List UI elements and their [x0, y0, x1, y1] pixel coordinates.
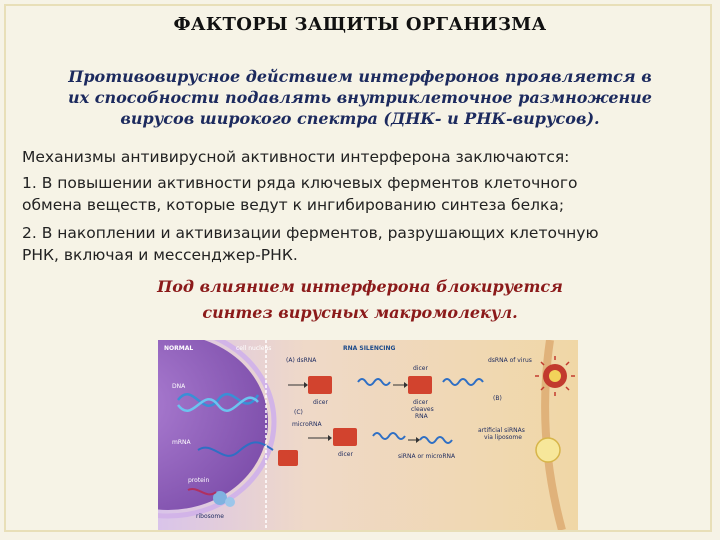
rna-fragment — [442, 378, 484, 386]
label-ribosome: ribosome — [196, 513, 224, 520]
point-line: обмена веществ, которые ведут к ингибиро… — [22, 196, 565, 214]
ribosome-shape — [213, 491, 227, 505]
intro-line: Противовирусное действием интерферонов п… — [68, 67, 652, 86]
protein-chain — [187, 487, 217, 496]
label-sirna: siRNA or microRNA — [398, 453, 456, 460]
slide-title: ФАКТОРЫ ЗАЩИТЫ ОРГАНИЗМА — [173, 14, 547, 35]
label-b: (B) — [493, 395, 502, 402]
conclusion-line: Под влиянием интерферона блокируется — [157, 277, 563, 296]
label-protein: protein — [188, 477, 210, 484]
rna-fragment — [372, 432, 406, 440]
dna-strand — [177, 396, 259, 412]
point-line: 2. В накоплении и активизации ферментов,… — [22, 224, 599, 242]
point-line: РНК, включая и мессенджер-РНК. — [22, 246, 298, 264]
nuclear-membrane — [158, 340, 277, 519]
intro-line: вирусов широкого спектра (ДНК- и РНК-вир… — [120, 109, 600, 128]
label-c: (C) — [294, 409, 303, 416]
rna-fragment — [357, 378, 391, 386]
label-artificial: artificial siRNAs — [478, 427, 525, 434]
label-dicer-cleaves: dicer — [413, 399, 428, 406]
label-dicer: dicer — [338, 451, 353, 458]
dicer-enzyme — [408, 376, 432, 394]
mrna-strand — [197, 441, 274, 457]
rna-silencing-diagram: NORMAL cell nucleus RNA SILENCING DNA (A… — [158, 340, 578, 530]
label-dicer: dicer — [413, 365, 428, 372]
mechanisms-heading: Механизмы антивирусной активности интерф… — [22, 148, 570, 166]
arrow-head — [304, 382, 308, 388]
dicer-enzyme — [308, 376, 332, 394]
label-microrna: microRNA — [292, 421, 322, 428]
intro-paragraph: Противовирусное действием интерферонов п… — [22, 66, 698, 129]
slide-border — [4, 4, 712, 532]
conclusion-line: синтез вирусных макромолекул. — [202, 303, 518, 322]
intro-line: их способности подавлять внутриклеточное… — [68, 88, 652, 107]
dicer-enzyme — [333, 428, 357, 446]
virus-spikes — [535, 356, 575, 396]
cell-membrane — [541, 340, 566, 530]
mechanism-point-1: 1. В повышении активности ряда ключевых … — [22, 172, 698, 216]
liposome-shape — [535, 437, 561, 463]
label-cleaves: cleaves — [411, 406, 434, 413]
label-rna: RNA — [415, 413, 429, 420]
point-line: 1. В повышении активности ряда ключевых … — [22, 174, 578, 192]
mechanism-point-2: 2. В накоплении и активизации ферментов,… — [22, 222, 698, 266]
arrow-head — [328, 435, 332, 441]
label-normal: NORMAL — [164, 345, 193, 352]
cell-nucleus-shape — [158, 340, 268, 510]
label-mrna: mRNA — [172, 439, 192, 446]
label-dicer: dicer — [313, 399, 328, 406]
conclusion: Под влиянием интерферона блокируется син… — [22, 274, 698, 326]
dicer-enzyme — [278, 450, 298, 466]
diagram-svg: NORMAL cell nucleus RNA SILENCING DNA (A… — [158, 340, 578, 530]
label-dna: DNA — [172, 383, 186, 390]
ribosome-shape — [225, 497, 235, 507]
rna-fragment — [419, 436, 453, 444]
label-cell-nucleus: cell nucleus — [236, 345, 271, 352]
dna-strand — [177, 392, 260, 407]
virus-core — [549, 370, 561, 382]
label-dsrna-virus: dsRNA of virus — [488, 357, 532, 364]
label-via-liposome: via liposome — [484, 434, 522, 441]
arrow-head — [404, 382, 408, 388]
label-a-dsrna: (A) dsRNA — [286, 357, 317, 364]
label-rna-silencing: RNA SILENCING — [343, 345, 396, 352]
arrow-head — [416, 437, 420, 443]
